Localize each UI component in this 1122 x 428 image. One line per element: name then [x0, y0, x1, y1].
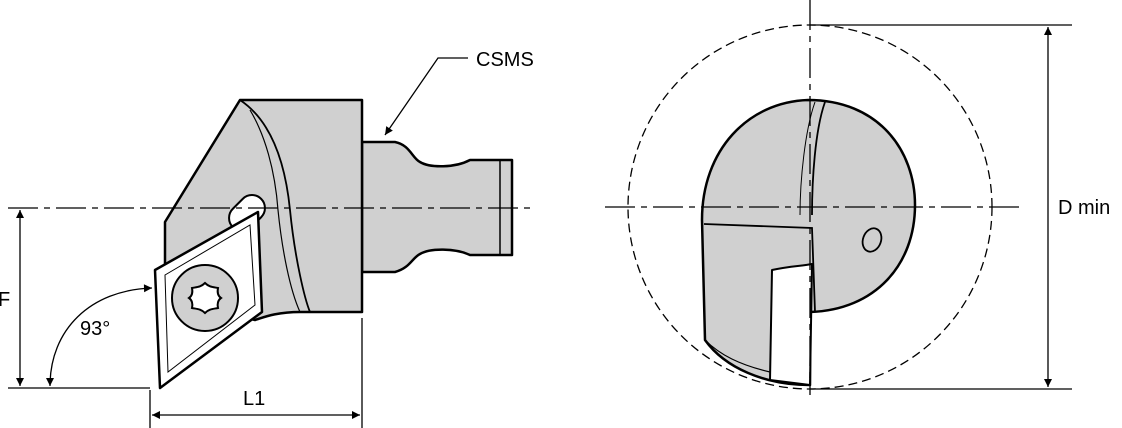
csms-label: CSMS [476, 49, 534, 71]
end-view-insert [769, 263, 813, 386]
angle-arc [46, 284, 153, 387]
side-view: F L1 93° CSMS [0, 49, 535, 428]
ledge [703, 223, 816, 313]
head-curve-inner [249, 109, 301, 313]
head-curve [239, 99, 311, 313]
shank [360, 140, 514, 274]
f-label: F [0, 289, 10, 311]
lower-curve [704, 339, 771, 373]
coolant-hole [861, 227, 883, 253]
seam-upper [811, 101, 826, 216]
insert-inner-edge [164, 224, 256, 373]
end-view: D min [605, 0, 1122, 395]
dmin-label-bg [1056, 192, 1122, 220]
torx-icon [187, 281, 223, 315]
dmin-label: D min [1058, 197, 1110, 219]
csms-leader [384, 57, 468, 136]
angle-label: 93° [80, 318, 110, 340]
l1-label: L1 [243, 388, 265, 410]
seam-upper-inner [799, 101, 816, 216]
